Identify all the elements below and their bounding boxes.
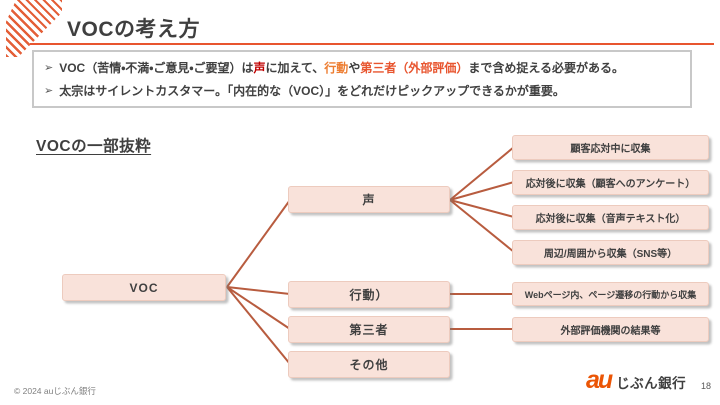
diagram-node-voice: 声	[288, 186, 450, 213]
bullet-segment-voice: 声	[253, 61, 266, 75]
bullet-text: VOC（苦情・不満・ご意見・ご要望）は声に加えて、行動や第三者（外部評価）まで含…	[59, 57, 624, 80]
summary-box: ➢ VOC（苦情・不満・ご意見・ご要望）は声に加えて、行動や第三者（外部評価）ま…	[32, 50, 692, 108]
au-logo: au	[586, 366, 613, 394]
bullet-text: 太宗はサイレントカスタマー。「内在的な（VOC）」をどれだけピックアップできるか…	[59, 84, 565, 98]
bullet-item: ➢ VOC（苦情・不満・ご意見・ご要望）は声に加えて、行動や第三者（外部評価）ま…	[44, 57, 680, 80]
page-title: VOCの考え方	[67, 18, 201, 41]
bullet-segment: に加えて、	[265, 61, 325, 75]
diagram-leaf-voice-3: 応対後に収集（音声テキスト化）	[512, 205, 709, 230]
bullet-segment: や	[348, 61, 361, 75]
bullet-segment: まで含め捉える必要がある。	[468, 61, 624, 75]
bullet-segment-action: 行動	[324, 61, 349, 75]
bullet-segment: VOC（苦情・不満・ご意見・ご要望）は	[59, 61, 254, 75]
diagram-heading: VOCの一部抜粋	[36, 138, 152, 155]
diagram-node-third-party: 第三者	[288, 316, 450, 343]
bullet-arrow-icon: ➢	[44, 85, 54, 97]
diagram-leaf-voice-2: 応対後に収集（顧客へのアンケート）	[512, 170, 709, 195]
diagram-node-action: 行動）	[288, 281, 450, 308]
copyright-text: © 2024 auじぶん銀行	[14, 386, 96, 396]
brand-logo: au じぶん銀行	[586, 368, 686, 393]
corner-hatch-decoration	[6, 0, 62, 57]
diagram-node-voc-root: VOC	[62, 274, 226, 301]
diagram-node-other: その他	[288, 351, 450, 378]
bullet-item: ➢ 太宗はサイレントカスタマー。「内在的な（VOC）」をどれだけピックアップでき…	[44, 80, 680, 103]
diagram-leaf-action: Webページ内、ページ遷移の行動から収集	[512, 282, 709, 306]
diagram-leaf-voice-4: 周辺/周囲から収集（SNS等）	[512, 240, 709, 265]
bullet-segment-third-party: 第三者（外部評価）	[360, 61, 469, 75]
diagram-leaf-third-party: 外部評価機関の結果等	[512, 317, 709, 342]
page-number: 18	[701, 381, 712, 391]
title-underline	[30, 43, 714, 45]
diagram-leaf-voice-1: 顧客応対中に収集	[512, 135, 709, 160]
bullet-arrow-icon: ➢	[44, 62, 54, 74]
bank-name: じぶん銀行	[616, 376, 687, 391]
